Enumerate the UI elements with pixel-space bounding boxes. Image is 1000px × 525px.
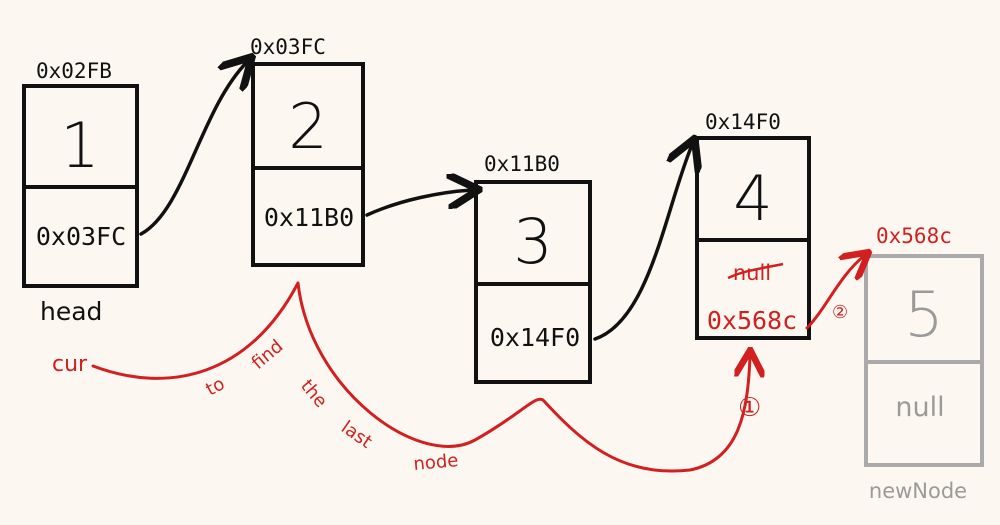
cur-label: cur — [52, 352, 88, 377]
new-node: 0x568c 5 null newNode — [864, 224, 984, 503]
cur-traversal-path — [91, 281, 750, 473]
new-node-value: 5 — [904, 278, 943, 351]
strikethrough-mark — [727, 262, 784, 280]
new-node-next: null — [895, 392, 944, 423]
node-3-next: 0x14F0 — [490, 323, 580, 352]
node-4-new-next: 0x568c — [707, 306, 797, 335]
step-marker-2: ② — [832, 302, 848, 323]
link-arrow-1-2 — [139, 62, 247, 236]
node-3: 0x11B0 3 0x14F0 — [474, 152, 592, 384]
node-2-address: 0x03FC — [250, 35, 326, 59]
node-3-address: 0x11B0 — [484, 152, 560, 176]
node-4-value: 4 — [733, 162, 772, 235]
link-arrow-3-4 — [593, 145, 692, 341]
head-label: head — [40, 297, 102, 326]
node-2-value: 2 — [288, 90, 327, 163]
new-node-address: 0x568c — [876, 224, 952, 248]
node-1: 0x02FB 1 0x03FC — [22, 59, 139, 288]
node-2-next: 0x11B0 — [264, 203, 354, 232]
path-word-to: to — [202, 373, 228, 400]
step-marker-1: ① — [738, 393, 761, 423]
node-3-value: 3 — [513, 205, 552, 278]
new-link-arrow — [805, 256, 864, 330]
node-4-address: 0x14F0 — [705, 110, 781, 134]
path-word-last: last — [337, 417, 376, 453]
path-word-the: the — [296, 376, 331, 412]
new-node-label: newNode — [869, 479, 967, 503]
node-1-address: 0x02FB — [36, 59, 112, 83]
node-2: 0x03FC 2 0x11B0 — [250, 35, 365, 267]
node-2-box — [251, 62, 365, 267]
link-arrow-2-3 — [365, 190, 472, 217]
node-1-value: 1 — [60, 109, 99, 182]
path-word-node: node — [413, 450, 460, 475]
node-1-next: 0x03FC — [36, 222, 126, 251]
node-4: 0x14F0 4 null 0x568c — [695, 110, 811, 340]
